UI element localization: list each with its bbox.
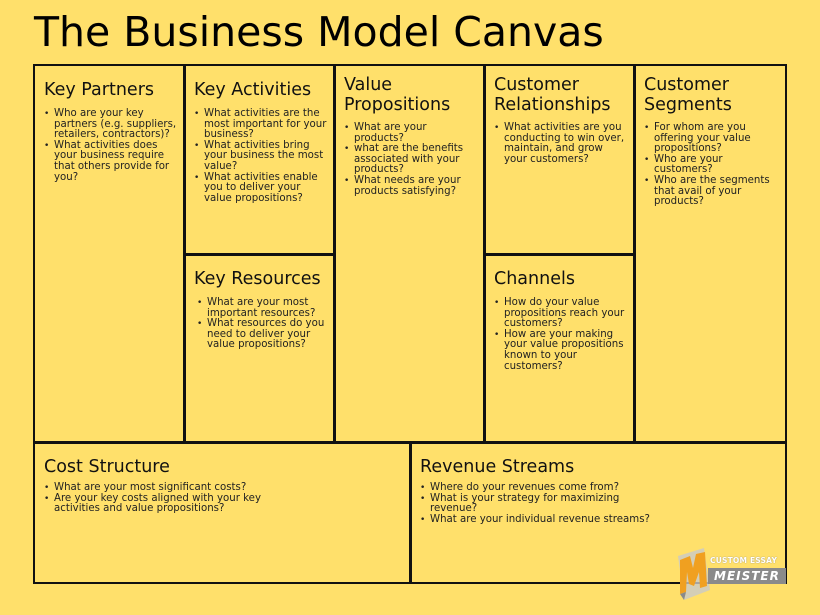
list-item: Where do your revenues come from? [420,482,660,494]
list-item: How are your making your value propositi… [494,329,628,372]
key-activities-block: Key Activities What activities are the m… [183,64,336,256]
key-resources-block: Key Resources What are your most importa… [183,253,336,444]
list-item: What needs are your products satisfying? [344,175,478,197]
key-partners-list: Who are your key partners (e.g. supplier… [44,108,178,183]
list-item: How do your value propositions reach you… [494,297,628,330]
list-item: What activities does your business requi… [44,140,183,183]
list-item: For whom are you offering your value pro… [644,122,779,155]
list-item: What activities bring your business the … [194,140,328,173]
list-item: Are your key costs aligned with your key… [44,493,274,515]
value-propositions-block: Value Propositions What are your product… [333,64,486,444]
key-resources-list: What are your most important resources? … [194,297,328,351]
cost-structure-heading: Cost Structure [44,457,170,477]
list-item: Who are your customers? [644,154,779,176]
key-activities-heading: Key Activities [194,80,312,100]
list-item: What activities are you conducting to wi… [494,122,628,165]
list-item: What are your most significant costs? [44,482,274,494]
cost-structure-block: Cost Structure What are your most signif… [33,441,412,584]
list-item: What is your strategy for maximizing rev… [420,493,660,515]
channels-list: How do your value propositions reach you… [494,297,628,372]
list-item: What are your individual revenue streams… [420,514,660,526]
customer-relationships-list: What activities are you conducting to wi… [494,122,628,165]
page-title: The Business Model Canvas [34,8,604,56]
business-model-canvas: Key Partners Who are your key partners (… [33,64,787,584]
customer-segments-heading: Customer Segments [644,75,732,115]
revenue-streams-block: Revenue Streams Where do your revenues c… [409,441,787,584]
key-activities-list: What activities are the most important f… [194,108,328,205]
revenue-streams-heading: Revenue Streams [420,457,575,477]
list-item: What are your products? [344,122,478,144]
list-item: What activities enable you to deliver yo… [194,172,328,205]
revenue-streams-list: Where do your revenues come from? What i… [420,482,660,526]
list-item: Who are your key partners (e.g. supplier… [44,108,183,141]
customer-segments-block: Customer Segments For whom are you offer… [633,64,787,444]
key-partners-block: Key Partners Who are your key partners (… [33,64,186,444]
list-item: what are the benefits associated with yo… [344,143,478,176]
key-partners-heading: Key Partners [44,80,155,100]
list-item: What are your most important resources? [197,297,328,319]
logo-text-bottom: MEISTER [708,568,786,584]
logo-mark-icon [678,548,710,600]
list-item: Who are the segments that avail of your … [644,175,779,208]
value-propositions-list: What are your products? what are the ben… [344,122,478,197]
key-resources-heading: Key Resources [194,269,321,289]
list-item: What resources do you need to deliver yo… [197,318,328,351]
list-item: What activities are the most important f… [194,108,328,141]
custom-essay-meister-logo: CUSTOM ESSAY MEISTER [674,546,799,602]
channels-block: Channels How do your value propositions … [483,253,636,444]
channels-heading: Channels [494,269,575,289]
value-propositions-heading: Value Propositions [344,75,451,115]
customer-relationships-block: Customer Relationships What activities a… [483,64,636,256]
customer-segments-list: For whom are you offering your value pro… [644,122,779,208]
cost-structure-list: What are your most significant costs? Ar… [44,482,274,515]
customer-relationships-heading: Customer Relationships [494,75,611,115]
logo-text-top: CUSTOM ESSAY [710,556,778,565]
